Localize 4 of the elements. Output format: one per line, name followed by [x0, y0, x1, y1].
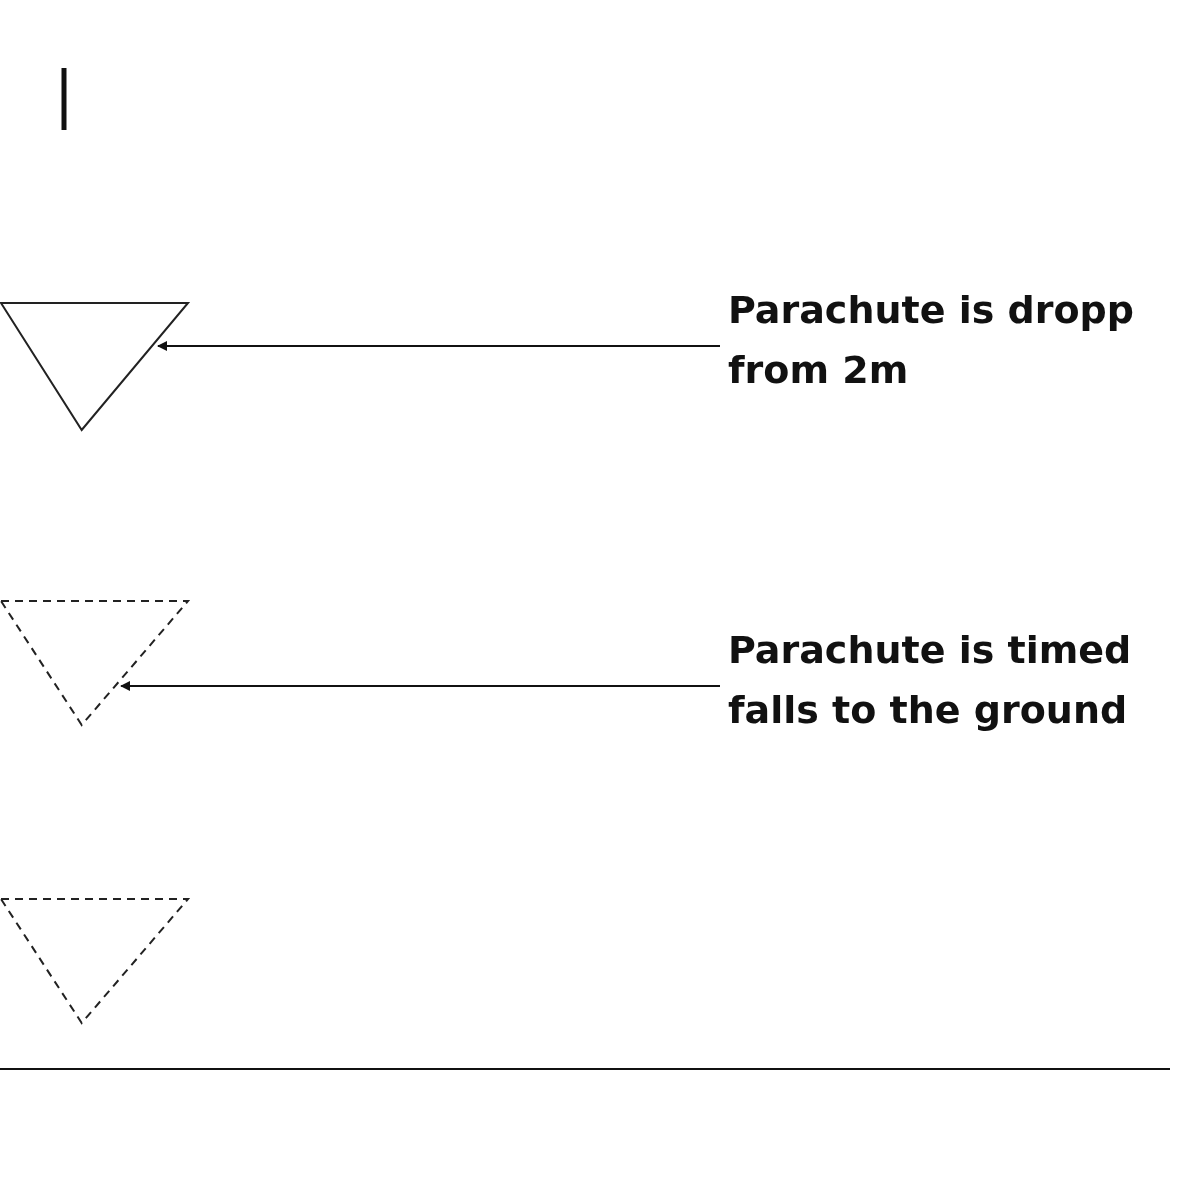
step-text: Parachute is timed falls to the ground — [728, 620, 1193, 744]
step-text: Parachute is dropp from 2m — [728, 280, 1193, 404]
arrow — [157, 341, 721, 351]
arrow — [120, 681, 721, 691]
